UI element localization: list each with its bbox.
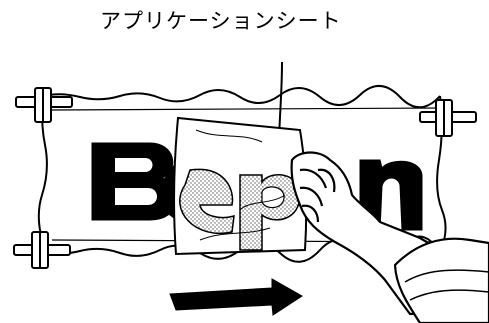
clamp-bottom-left	[14, 232, 70, 268]
arrow-right-icon	[170, 279, 302, 315]
application-sheet	[174, 118, 306, 254]
clamp-top-left	[16, 88, 72, 122]
